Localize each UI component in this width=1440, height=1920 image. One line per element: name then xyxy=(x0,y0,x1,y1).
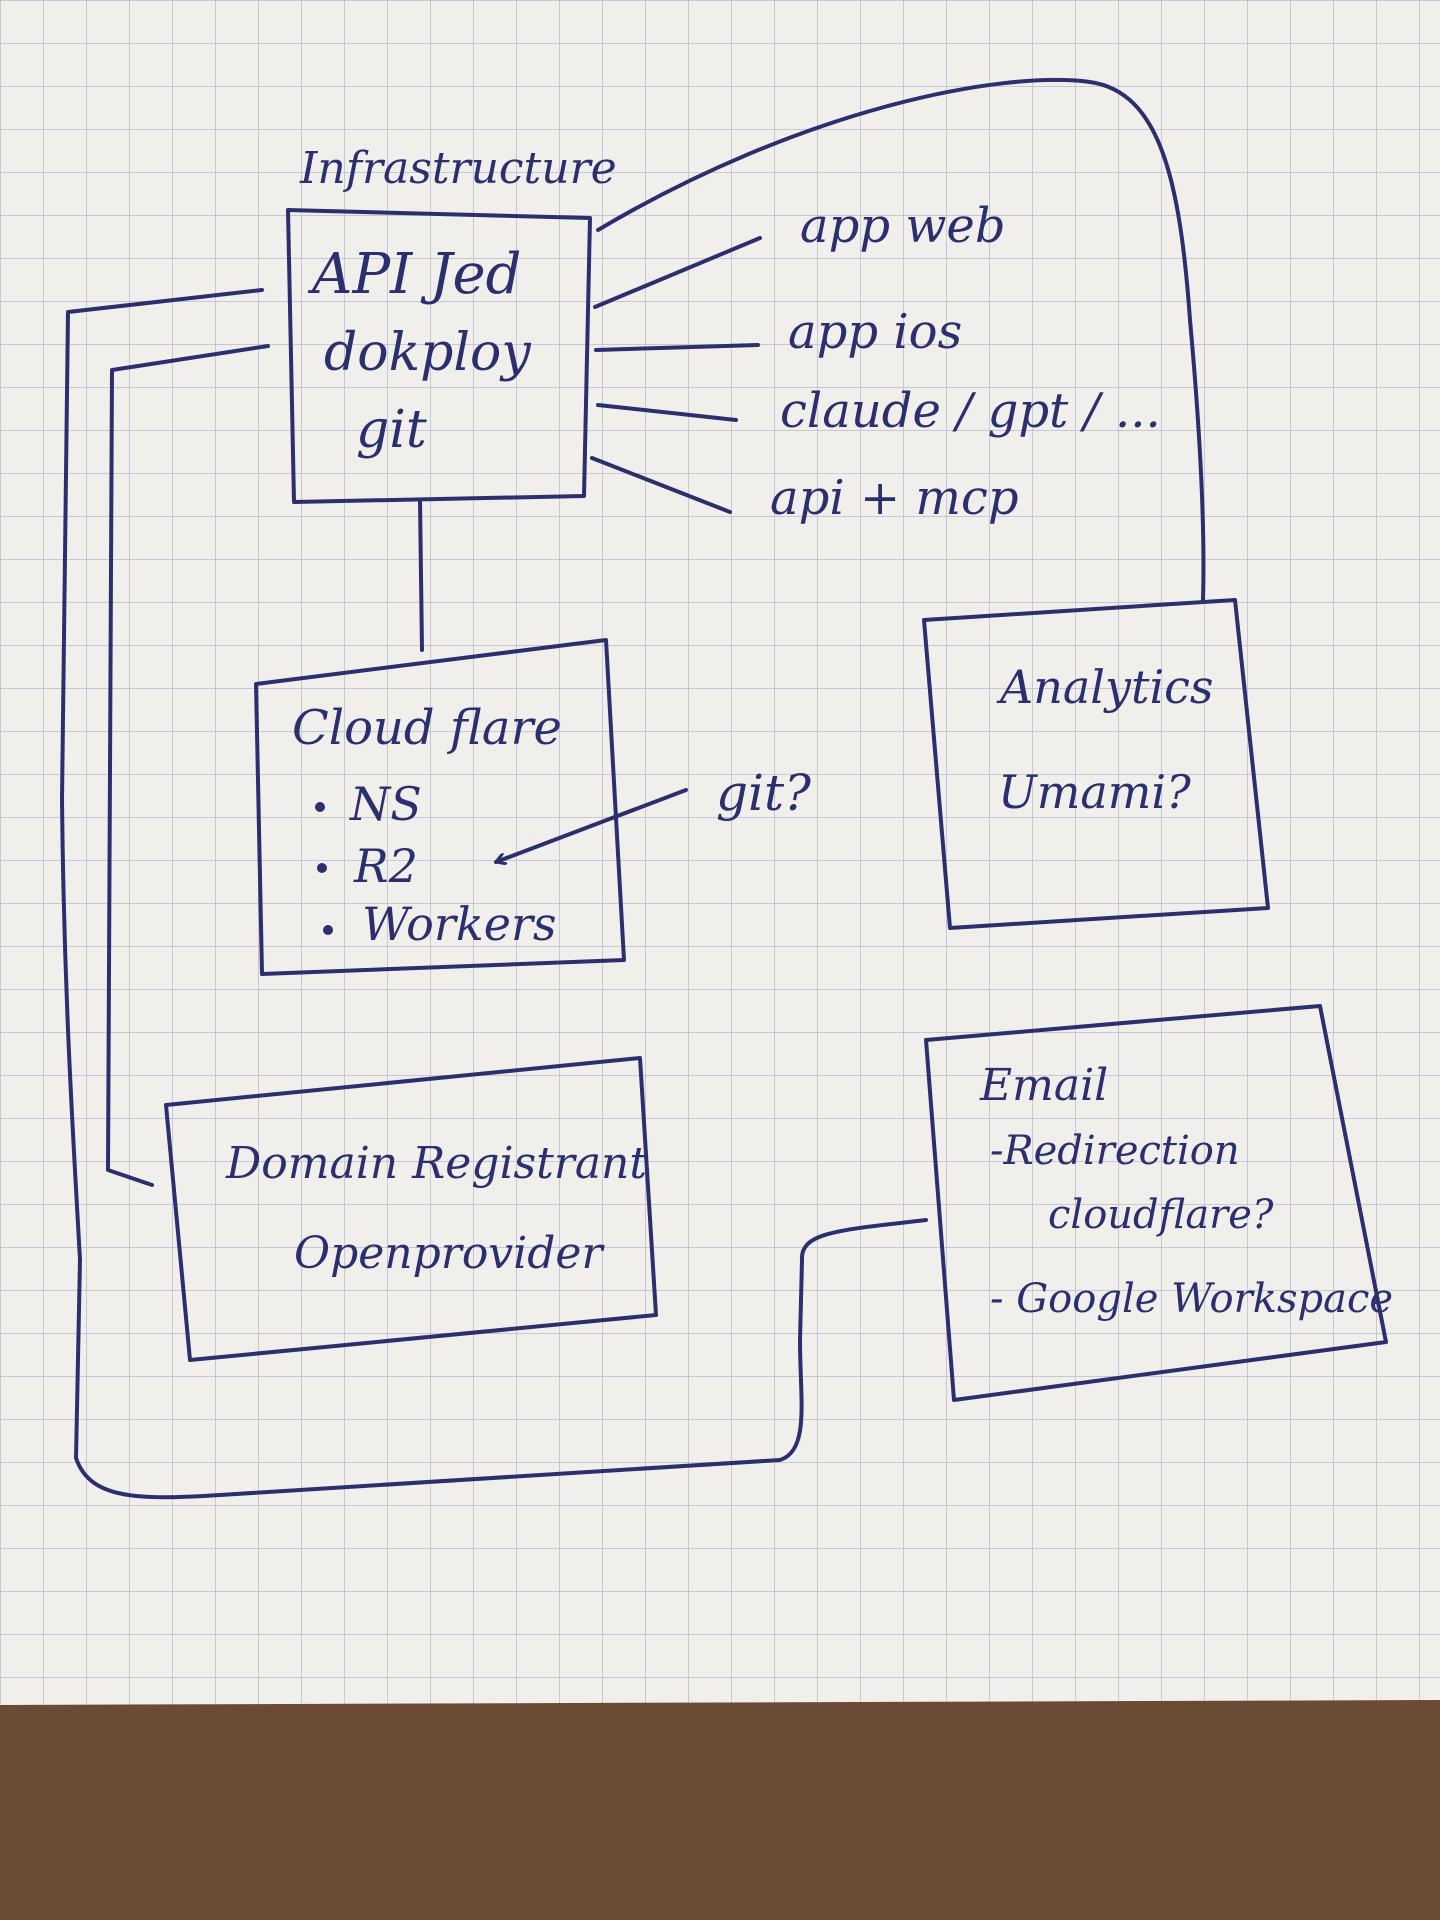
client-api-mcp: api + mcp xyxy=(770,470,1019,526)
domain-provider: Openprovider xyxy=(294,1228,605,1279)
domain-title: Domain Registrant xyxy=(225,1138,647,1189)
email-item-google-workspace: - Google Workspace xyxy=(990,1276,1393,1322)
cloudflare-item-r2: R2 xyxy=(353,839,418,893)
bullet-icon xyxy=(315,802,325,812)
email-box xyxy=(924,1004,1388,1402)
bullet-icon xyxy=(323,925,333,935)
git-arrow xyxy=(496,788,688,862)
connector-app-ios xyxy=(594,343,760,352)
connector-api-mcp xyxy=(590,456,732,514)
connector-core-domain xyxy=(106,344,270,1187)
client-llm: claude / gpt / ... xyxy=(780,383,1161,439)
connector-app-web xyxy=(593,236,762,309)
bullet-icon xyxy=(317,863,327,873)
cloudflare-title: Cloud flare xyxy=(292,700,562,756)
connector-core-cloudflare xyxy=(418,498,424,652)
cloudflare-item-ns: NS xyxy=(349,777,422,831)
analytics-box xyxy=(922,598,1270,930)
core-label-dokploy: dokploy xyxy=(324,323,531,383)
connector-llm xyxy=(596,403,738,422)
connector-core-email-loop xyxy=(60,288,928,1500)
connector-core-analytics xyxy=(596,77,1206,602)
domain-box xyxy=(164,1056,658,1362)
cloudflare-item-workers: Workers xyxy=(362,897,557,951)
cloudflare-box xyxy=(254,638,626,976)
email-item-cloudflare: cloudflare? xyxy=(1048,1192,1274,1238)
core-box xyxy=(286,208,592,504)
analytics-tool: Umami? xyxy=(998,765,1191,819)
email-title: Email xyxy=(979,1060,1108,1111)
analytics-title: Analytics xyxy=(996,660,1214,714)
core-label-git: git xyxy=(356,400,427,460)
email-item-redirection: -Redirection xyxy=(990,1128,1240,1174)
grid-lines xyxy=(0,0,1440,1705)
client-app-ios: app ios xyxy=(788,304,962,360)
core-label-api: API Jed xyxy=(307,242,521,307)
diagram-title: Infrastructure xyxy=(299,143,617,194)
client-app-web: app web xyxy=(800,198,1006,254)
git-note: git? xyxy=(716,764,812,822)
